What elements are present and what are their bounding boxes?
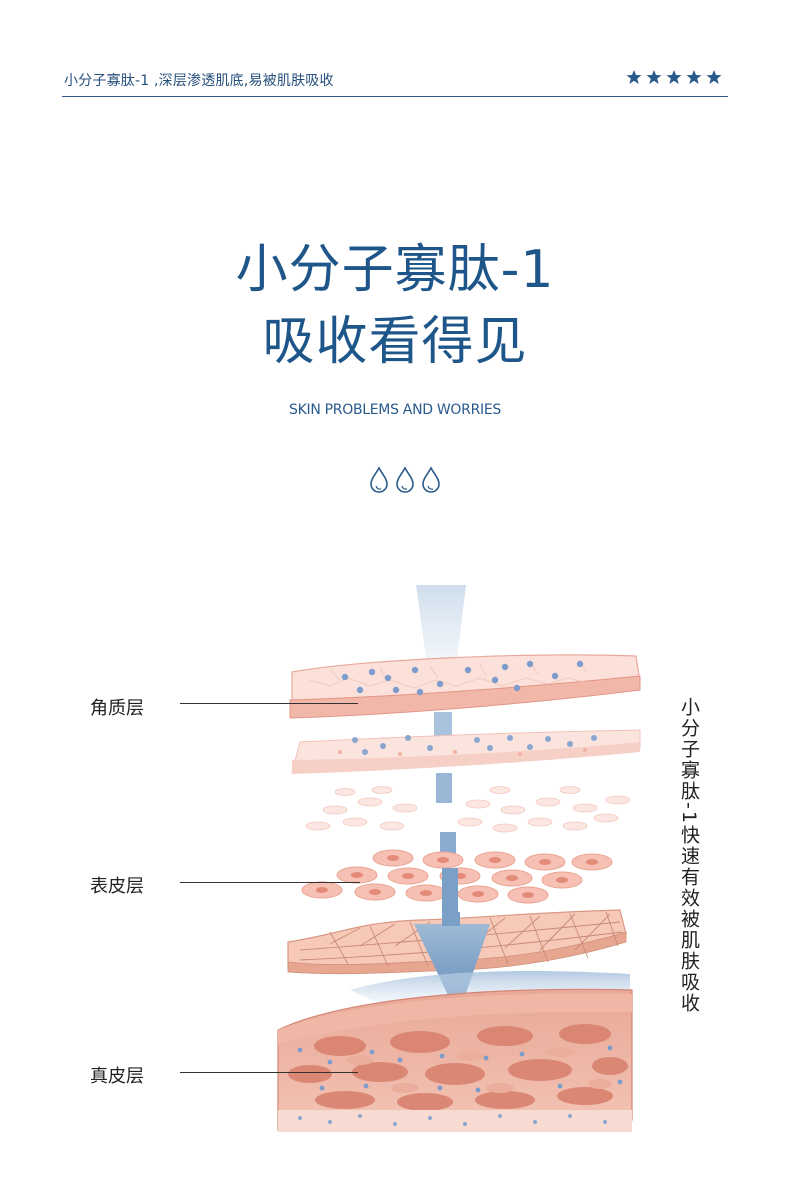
star-icon	[686, 70, 702, 84]
arrow-segment	[442, 868, 458, 914]
label-epidermis: 表皮层	[90, 876, 144, 897]
rating-stars	[626, 70, 722, 84]
star-icon	[646, 70, 662, 84]
spinous-layer	[305, 786, 631, 833]
top-tagline: 小分子寡肽-1 ,深层渗透肌底,易被肌肤吸收	[64, 73, 334, 89]
star-icon	[666, 70, 682, 84]
arrow-segment	[440, 832, 456, 858]
drops-decoration	[370, 466, 440, 493]
label-dermis: 真皮层	[90, 1066, 144, 1087]
leader-line-stratum-corneum	[180, 703, 358, 704]
side-caption: 小分子寡肽-1快速有效被肌肤吸收	[678, 697, 700, 1014]
leader-line-dermis	[180, 1072, 358, 1073]
arrow-segment	[436, 773, 452, 803]
epidermis-cells	[301, 849, 613, 904]
star-icon	[706, 70, 722, 84]
dermis-layer	[277, 988, 633, 1132]
header-divider	[62, 96, 728, 97]
page-title-line2: 吸收看得见	[262, 312, 528, 372]
stratum-corneum-layer	[289, 654, 641, 719]
arrow-segment	[442, 912, 460, 926]
water-drop-icon	[422, 466, 440, 493]
absorption-arrow-head	[414, 924, 490, 1016]
leader-line-epidermis	[180, 882, 360, 883]
water-drop-icon	[396, 466, 414, 493]
page-subtitle: SKIN PROBLEMS AND WORRIES	[289, 402, 501, 418]
water-drop-icon	[370, 466, 388, 493]
granular-layer	[291, 729, 641, 774]
star-icon	[626, 70, 642, 84]
label-stratum-corneum: 角质层	[90, 698, 144, 719]
page-title: 小分子寡肽-1	[235, 240, 555, 300]
